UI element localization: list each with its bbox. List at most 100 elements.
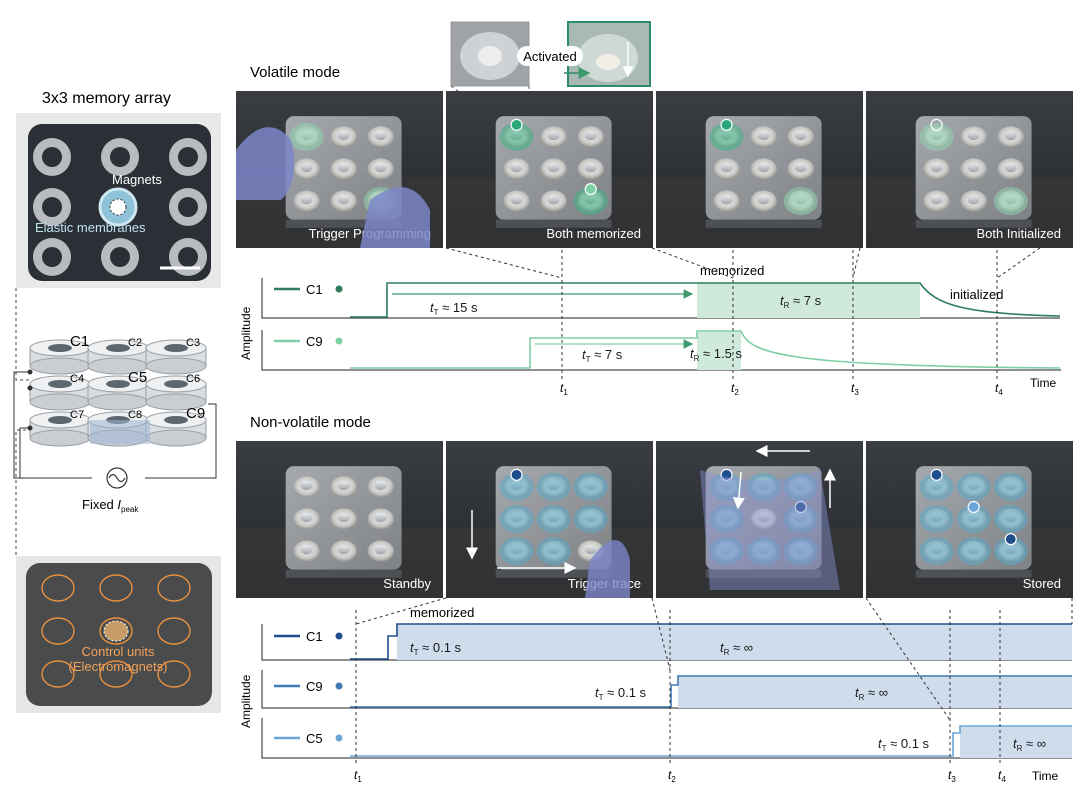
time-tick-label: t4 xyxy=(998,768,1006,784)
activated-label: Activated xyxy=(523,49,576,64)
membrane-plate-photo: Magnets Elastic membranes xyxy=(16,113,221,288)
c1-retention-area xyxy=(397,624,1072,660)
stack-cell-label: C9 xyxy=(186,405,205,422)
left-connectors xyxy=(15,288,30,555)
series-label: C9 xyxy=(306,679,323,694)
stack-cell-label: C7 xyxy=(70,409,84,421)
time-tick-label: t2 xyxy=(731,381,739,397)
electromagnets-label: (Electromagnets) xyxy=(69,659,168,674)
c5-retention-area xyxy=(960,726,1072,758)
series-label: C5 xyxy=(306,731,323,746)
c9-retention-area xyxy=(678,676,1072,708)
c1-trace xyxy=(350,623,1072,660)
c9-trace xyxy=(350,675,1072,708)
nonvolatile-photo-row: StandbyTrigger traceStored xyxy=(236,441,1073,598)
timing-label: tT ≈ 15 s xyxy=(430,300,478,317)
time-tick-label: t1 xyxy=(354,768,362,784)
stack-cell: C9 xyxy=(145,405,207,447)
timing-label: tR ≈ ∞ xyxy=(720,640,753,657)
stack-cell: C7 xyxy=(29,409,91,447)
photo-caption: Stored xyxy=(1023,576,1061,591)
stack-cell-label: C6 xyxy=(186,373,200,385)
c1-trace xyxy=(350,282,1061,318)
nonvolatile-title: Non-volatile mode xyxy=(250,414,371,431)
photo-tile: Both Initialized xyxy=(866,91,1073,248)
series-dot xyxy=(335,734,343,742)
memorized-annotation: memorized xyxy=(410,605,474,620)
y-axis-label: Amplitude xyxy=(239,306,253,360)
series-label: C9 xyxy=(306,334,323,349)
y-axis-label: Amplitude xyxy=(239,674,253,728)
stack-cell-label: C8 xyxy=(128,409,142,421)
photo-caption: Both Initialized xyxy=(976,226,1061,241)
stack-cell: C4 xyxy=(29,373,91,411)
timing-label: tT ≈ 7 s xyxy=(582,347,623,364)
stack-cell-label: C4 xyxy=(70,373,84,385)
status-dot xyxy=(967,500,980,514)
photo-tile xyxy=(656,91,863,248)
memorized-annotation: memorized xyxy=(700,263,764,278)
c9-trace xyxy=(350,330,1061,369)
timing-label: tR ≈ 7 s xyxy=(780,293,822,310)
array-title: 3x3 memory array xyxy=(42,90,171,107)
series-label: C1 xyxy=(306,282,323,297)
membranes-label: Elastic membranes xyxy=(35,220,146,235)
c9-retention-area xyxy=(697,331,741,370)
timing-label: tT ≈ 0.1 s xyxy=(595,685,647,702)
status-dot xyxy=(584,182,597,196)
stack-cell: C2 xyxy=(87,337,149,375)
stack-cell-label: C1 xyxy=(70,333,89,350)
magnets-label: Magnets xyxy=(112,172,162,187)
stack-cell-label: C5 xyxy=(128,369,147,386)
time-tick-label: t1 xyxy=(560,381,568,397)
time-tick-label: t3 xyxy=(948,768,956,784)
status-dot xyxy=(794,500,807,514)
stack-cell: C1 xyxy=(29,333,91,375)
photo-caption: Both memorized xyxy=(546,226,641,241)
timing-label: tR ≈ ∞ xyxy=(1013,736,1046,753)
activated-inset: Activated xyxy=(450,21,651,123)
photo-tile: Stored xyxy=(866,441,1073,598)
status-dot xyxy=(720,118,733,131)
fixed-current-label: Fixed Ipeak xyxy=(82,497,139,514)
timing-label: tR ≈ 1.5 s xyxy=(690,346,742,363)
time-tick-label: t3 xyxy=(851,381,859,397)
series-label: C1 xyxy=(306,629,323,644)
x-axis-label: Time xyxy=(1032,769,1059,783)
stack-cell: C5 xyxy=(87,369,149,411)
photo-tile xyxy=(656,441,863,598)
time-tick-label: t2 xyxy=(668,768,676,784)
stack-cell-label: C2 xyxy=(128,337,142,349)
status-dot xyxy=(1004,532,1017,546)
stack-cell-label: C3 xyxy=(186,337,200,349)
status-dot xyxy=(720,468,733,481)
initialized-annotation: initialized xyxy=(950,287,1003,302)
x-axis-label: Time xyxy=(1030,376,1057,390)
control-units-label: Control units xyxy=(82,644,155,659)
timing-label: tR ≈ ∞ xyxy=(855,685,888,702)
status-dot xyxy=(510,118,523,131)
time-tick-label: t4 xyxy=(995,381,1003,397)
control-units-photo: Control units (Electromagnets) xyxy=(16,556,221,713)
c1-retention-area xyxy=(697,283,920,318)
volatile-title: Volatile mode xyxy=(250,64,340,81)
timing-label: tT ≈ 0.1 s xyxy=(410,640,462,657)
photo-caption: Standby xyxy=(383,576,431,591)
status-dot xyxy=(930,118,943,131)
series-dot xyxy=(335,337,343,345)
stack-cell: C6 xyxy=(145,373,207,411)
series-dot xyxy=(335,682,343,690)
series-dot xyxy=(335,632,343,640)
photo-tile: Both memorized xyxy=(446,91,653,248)
status-dot xyxy=(510,468,523,481)
photo-tile: Standby xyxy=(236,441,443,598)
status-dot xyxy=(930,468,943,481)
timing-label: tT ≈ 0.1 s xyxy=(878,736,930,753)
c5-trace xyxy=(350,725,1072,757)
series-dot xyxy=(335,285,343,293)
